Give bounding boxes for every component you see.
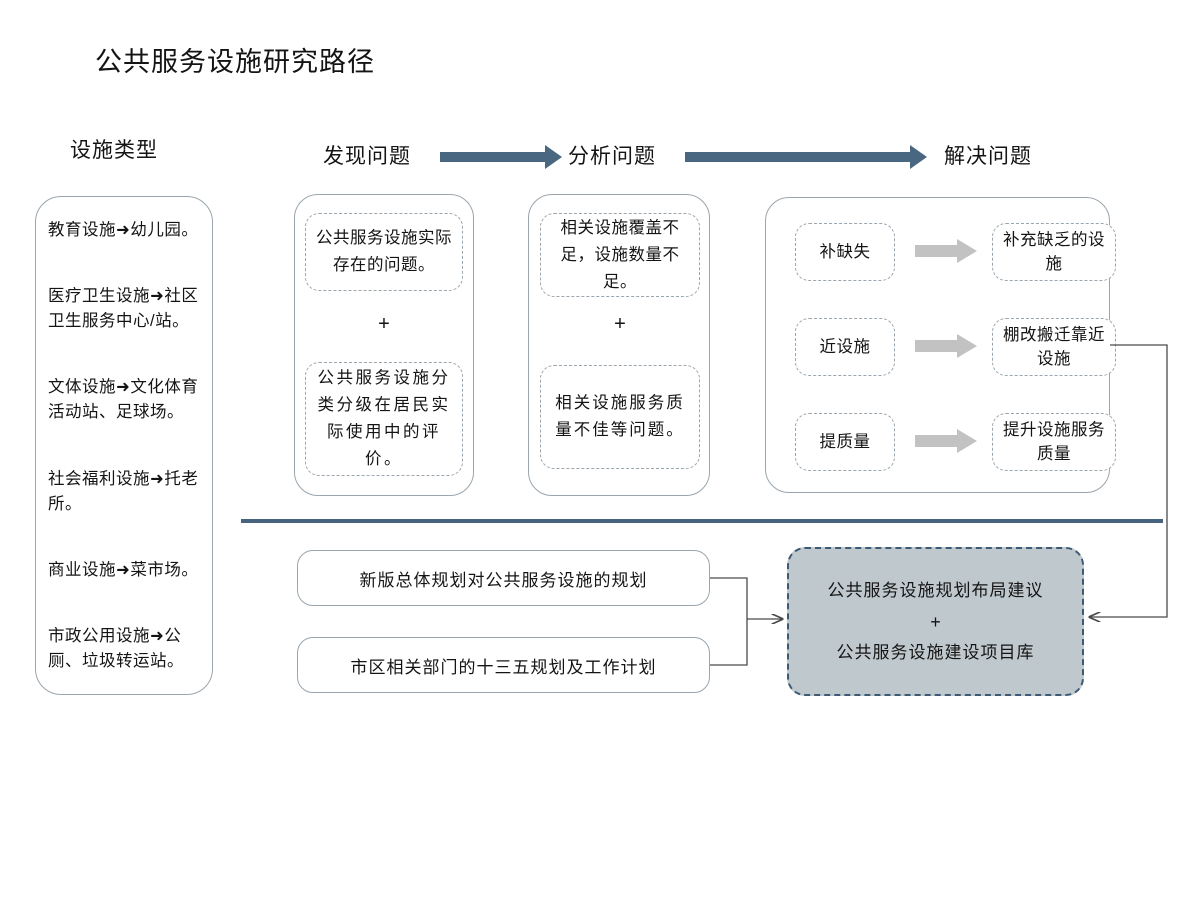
gray-right-arrow-icon [915,334,977,358]
list-item: 医疗卫生设施➜社区卫生服务中心/站。 [48,287,199,331]
section-divider [241,519,1163,523]
result-line-1: 公共服务设施规划布局建议 [827,580,1044,600]
list-item: 教育设施➜幼儿园。 [48,221,199,239]
find-plus-separator: + [378,313,390,335]
column-header-find-problem: 发现问题 [323,145,411,168]
analyze-problem-card-2: 相关设施服务质量不佳等问题。 [540,365,700,469]
plan-text: 市区相关部门的十三五规划及工作计划 [350,657,657,677]
plan-text: 新版总体规划对公共服务设施的规划 [359,570,648,590]
list-item: 文体设施➜文化体育活动站、足球场。 [48,378,199,422]
card-text: 棚改搬迁靠近设施 [1003,326,1105,368]
plan-source-box-2: 市区相关部门的十三五规划及工作计划 [297,637,710,693]
gray-right-arrow-icon [915,239,977,263]
card-text: 相关设施覆盖不足，设施数量不足。 [560,218,680,291]
list-item: 商业设施➜菜市场。 [48,560,199,579]
card-text: 近设施 [819,338,871,356]
right-block-arrow-icon-analyze-to-solve [685,145,927,169]
solve-measure-card: 提质量 [795,413,895,471]
solve-row: 近设施 棚改搬迁靠近设施 [795,318,1116,376]
result-output-box: 公共服务设施规划布局建议 + 公共服务设施建设项目库 [787,547,1084,696]
analyze-plus-separator: + [614,313,626,335]
solve-row: 提质量 提升设施服务质量 [795,413,1116,471]
find-problem-card-2: 公共服务设施分类分级在居民实际使用中的评价。 [305,362,463,476]
list-item: 市政公用设施➜公厕、垃圾转运站。 [48,626,184,670]
card-text: 补缺失 [819,243,871,261]
card-text: 相关设施服务质量不佳等问题。 [555,394,685,439]
facility-type-list: 教育设施➜幼儿园。 医疗卫生设施➜社区卫生服务中心/站。 文体设施➜文化体育活动… [43,214,211,684]
solve-outcome-card: 补充缺乏的设施 [992,223,1116,281]
card-text: 补充缺乏的设施 [1003,231,1105,273]
result-line-2: 公共服务设施建设项目库 [836,642,1035,662]
result-plus-separator: + [930,611,941,632]
card-text: 提质量 [819,433,871,451]
card-text: 提升设施服务质量 [1003,421,1105,463]
list-item: 社会福利设施➜托老所。 [48,469,199,513]
solve-outcome-card: 提升设施服务质量 [992,413,1116,471]
analyze-problem-card-1: 相关设施覆盖不足，设施数量不足。 [540,213,700,297]
solve-measure-card: 近设施 [795,318,895,376]
column-header-solve-problem: 解决问题 [944,145,1032,168]
solve-measure-card: 补缺失 [795,223,895,281]
right-block-arrow-icon-find-to-analyze [440,145,562,169]
solve-outcome-card: 棚改搬迁靠近设施 [992,318,1116,376]
column-header-facility-type: 设施类型 [70,139,158,162]
page-title: 公共服务设施研究路径 [95,47,375,77]
card-text: 公共服务设施实际存在的问题。 [316,229,452,274]
column-header-analyze-problem: 分析问题 [568,145,656,168]
gray-right-arrow-icon [915,429,977,453]
card-text: 公共服务设施分类分级在居民实际使用中的评价。 [317,369,451,468]
facility-type-panel [35,196,213,695]
solve-row: 补缺失 补充缺乏的设施 [795,223,1116,281]
plan-source-box-1: 新版总体规划对公共服务设施的规划 [297,550,710,606]
find-problem-card-1: 公共服务设施实际存在的问题。 [305,213,463,291]
